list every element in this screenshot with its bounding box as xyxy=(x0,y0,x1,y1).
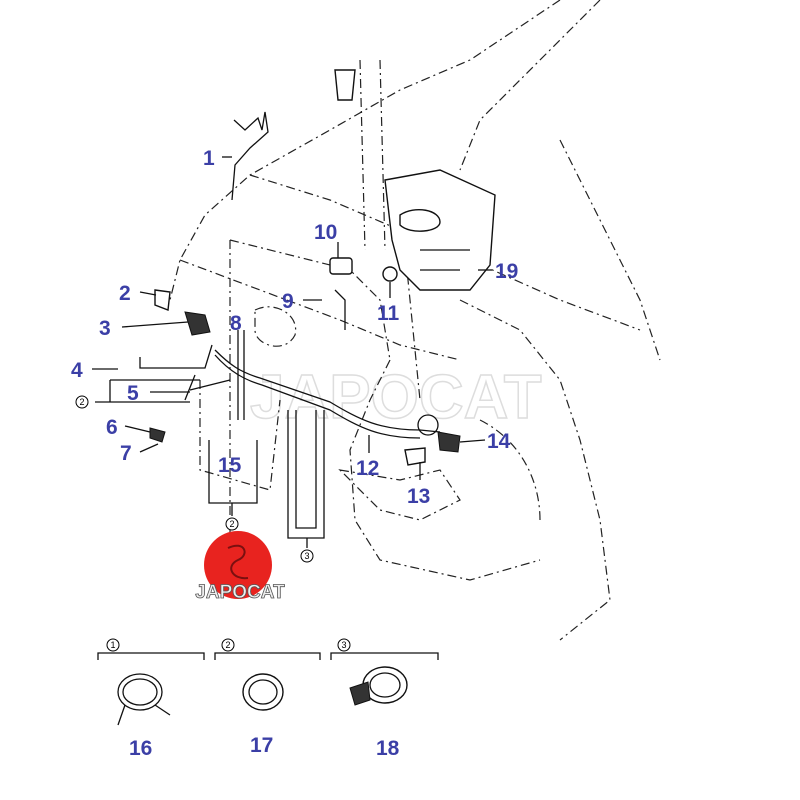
callout-16: 16 xyxy=(129,737,152,760)
callout-8: 8 xyxy=(230,312,242,335)
leader-lines xyxy=(92,156,492,660)
clip-marker: 2 xyxy=(225,517,239,531)
clip-marker: 2 xyxy=(221,638,235,652)
callout-labels: 1 2 3 4 5 6 7 8 9 10 11 12 13 14 15 16 1… xyxy=(71,147,518,760)
washer-motor xyxy=(329,257,353,275)
callout-3: 3 xyxy=(99,317,111,340)
clip-marker: 1 xyxy=(106,638,120,652)
watermark: JAPOCAT xyxy=(250,363,542,432)
svg-text:2: 2 xyxy=(225,640,230,650)
callout-18: 18 xyxy=(376,737,400,760)
clip-1-spring-clamp xyxy=(117,673,171,726)
callout-11: 11 xyxy=(377,302,400,325)
callout-13: 13 xyxy=(407,485,430,508)
clip-3-bracket-clamp xyxy=(349,666,408,706)
svg-text:1: 1 xyxy=(110,640,115,650)
callout-7: 7 xyxy=(120,442,132,465)
svg-text:2: 2 xyxy=(79,397,84,407)
callout-12: 12 xyxy=(356,457,379,480)
logo-text: JAPOCAT xyxy=(195,582,285,603)
callout-6: 6 xyxy=(106,416,118,439)
bracket xyxy=(334,69,356,101)
callout-4: 4 xyxy=(71,359,83,382)
washer-hoses xyxy=(184,111,441,439)
japocat-logo: JAPOCAT xyxy=(195,531,285,603)
callout-14: 14 xyxy=(487,430,511,453)
hose-joint xyxy=(417,414,439,436)
callout-2: 2 xyxy=(119,282,131,305)
callout-5: 5 xyxy=(127,382,139,405)
clip-2-band-clamp xyxy=(242,673,284,711)
clip-marker: 2 xyxy=(75,395,89,409)
callout-17: 17 xyxy=(250,734,273,757)
callout-15: 15 xyxy=(218,454,242,477)
callout-9: 9 xyxy=(282,290,294,313)
svg-text:3: 3 xyxy=(341,640,346,650)
svg-text:3: 3 xyxy=(304,551,309,561)
washer-tank xyxy=(384,169,496,291)
clip-marker: 3 xyxy=(300,549,314,563)
clip-marker: 3 xyxy=(337,638,351,652)
callout-19: 19 xyxy=(495,260,518,283)
callout-1: 1 xyxy=(203,147,215,170)
jet-nozzle xyxy=(149,427,166,443)
callout-10: 10 xyxy=(314,221,337,244)
svg-text:2: 2 xyxy=(229,519,234,529)
jet-cap xyxy=(154,289,171,311)
headlamp-cleaner-nozzle xyxy=(437,431,461,453)
washer-jet xyxy=(184,311,211,336)
grommet xyxy=(382,266,398,282)
vehicle-body-outline xyxy=(169,0,661,641)
headlamp-cleaner-cap xyxy=(404,447,426,466)
